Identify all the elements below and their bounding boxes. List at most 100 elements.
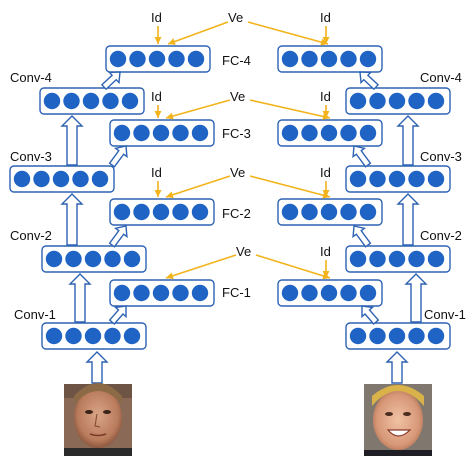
fc4-left-layer: [105, 45, 211, 73]
conv4-to-fc4-right-arrow: [359, 71, 380, 91]
neuron-unit: [104, 327, 121, 345]
ve-signal-fc4-left-head: [168, 38, 176, 45]
neuron-unit: [63, 92, 80, 110]
neuron-unit: [82, 92, 100, 110]
neuron-unit: [172, 203, 189, 221]
face-photo-icon: [364, 384, 432, 456]
id-signal-fc3-right-head: [322, 111, 330, 118]
neuron-unit: [320, 203, 338, 221]
neuron-unit: [281, 203, 299, 221]
id-signal-fc4-right-head: [322, 37, 330, 44]
id-label-fc3-left: Id: [151, 89, 162, 104]
neuron-unit: [109, 50, 127, 68]
neuron-unit: [301, 124, 318, 142]
neuron-unit: [301, 203, 318, 221]
neuron-unit: [121, 92, 139, 110]
conv1-left-layer: [41, 322, 147, 350]
conv3-right-label: Conv-3: [420, 149, 462, 164]
input-to-conv1-left-arrow: [85, 351, 109, 384]
conv1-to-fc1-right-arrow: [361, 305, 380, 325]
conv3-to-fc3-left-arrow: [108, 145, 128, 168]
conv1-to-conv2-right-arrow: [404, 273, 428, 323]
ve-signal-fc1-right: [255, 254, 331, 279]
neuron-unit: [102, 92, 119, 110]
ve-signal-fc3-left: [165, 99, 231, 119]
conv2-right-label: Conv-2: [420, 228, 462, 243]
neuron-unit: [45, 250, 63, 268]
neuron-unit: [172, 284, 189, 302]
neuron-unit: [45, 327, 63, 345]
ve-signal-fc3-right: [249, 99, 331, 119]
neuron-unit: [388, 250, 406, 268]
conv2-to-fc2-right-arrow: [352, 225, 372, 248]
neuron-unit: [408, 92, 425, 110]
ve-signal-fc2-left-head: [166, 191, 174, 199]
neuron-unit: [281, 124, 299, 142]
ve-signal-fc4-right-head: [320, 38, 328, 46]
conv2-to-conv3-right-arrow: [396, 193, 420, 246]
input-to-conv1-right-arrow: [385, 351, 409, 384]
neuron-unit: [388, 327, 406, 345]
id-label-fc4-right: Id: [320, 10, 331, 25]
neuron-unit: [104, 250, 121, 268]
ve-signal-fc2-right-head: [322, 191, 330, 199]
conv1-to-conv2-left-arrow: [68, 273, 92, 323]
neuron-unit: [427, 92, 445, 110]
id-signal-fc3-left-head: [154, 111, 162, 118]
neuron-unit: [84, 327, 102, 345]
neuron-unit: [191, 203, 209, 221]
neuron-unit: [123, 327, 141, 345]
id-label-fc2-left: Id: [151, 165, 162, 180]
neuron-unit: [133, 124, 150, 142]
conv4-right-layer: [345, 87, 451, 115]
neuron-unit: [65, 250, 82, 268]
id-label-fc3-right: Id: [320, 89, 331, 104]
neuron-unit: [72, 170, 89, 188]
conv1-right-layer: [345, 322, 451, 350]
neuron-unit: [152, 124, 170, 142]
fc3-label: FC-3: [222, 126, 251, 141]
neuron-unit: [84, 250, 102, 268]
conv1-to-fc1-left-arrow: [108, 305, 127, 325]
neuron-unit: [281, 50, 299, 68]
neuron-unit: [340, 203, 357, 221]
neuron-unit: [113, 284, 131, 302]
neuron-unit: [349, 170, 367, 188]
neuron-unit: [369, 250, 386, 268]
neuron-unit: [408, 250, 425, 268]
ve-label-fc3: Ve: [230, 89, 245, 104]
conv4-to-fc4-left-arrow: [100, 71, 121, 91]
neuron-unit: [369, 327, 386, 345]
face-photo-icon: [64, 383, 132, 456]
neuron-unit: [427, 250, 445, 268]
neuron-unit: [349, 250, 367, 268]
neuron-unit: [388, 170, 406, 188]
conv3-to-conv4-right-arrow: [396, 115, 420, 166]
neuron-unit: [359, 124, 377, 142]
neuron-unit: [52, 170, 70, 188]
id-signal-fc4-left-head: [154, 37, 162, 44]
fc4-right-layer: [277, 45, 383, 73]
neuron-unit: [359, 50, 377, 68]
conv1-left-label: Conv-1: [14, 307, 56, 322]
id-label-fc4-left: Id: [151, 10, 162, 25]
conv2-to-conv3-left-arrow: [60, 193, 84, 246]
conv3-left-label: Conv-3: [10, 149, 52, 164]
neuron-unit: [359, 203, 377, 221]
neuron-unit: [91, 170, 109, 188]
ve-signal-fc1-right-head: [322, 272, 330, 280]
fc1-label: FC-1: [222, 285, 251, 300]
fc1-right-layer: [277, 279, 383, 307]
neuron-unit: [388, 92, 406, 110]
fc1-left-layer: [109, 279, 215, 307]
fc3-right-layer: [277, 119, 383, 147]
ve-label-fc4: Ve: [228, 10, 243, 25]
fc4-label: FC-4: [222, 53, 251, 68]
id-label-fc2-right: Id: [320, 165, 331, 180]
conv2-to-fc2-left-arrow: [108, 225, 128, 248]
conv2-right-layer: [345, 245, 451, 273]
conv2-left-label: Conv-2: [10, 228, 52, 243]
ve-signal-fc1-left: [165, 254, 237, 279]
id-label-fc1-right: Id: [320, 244, 331, 259]
neuron-unit: [340, 124, 357, 142]
